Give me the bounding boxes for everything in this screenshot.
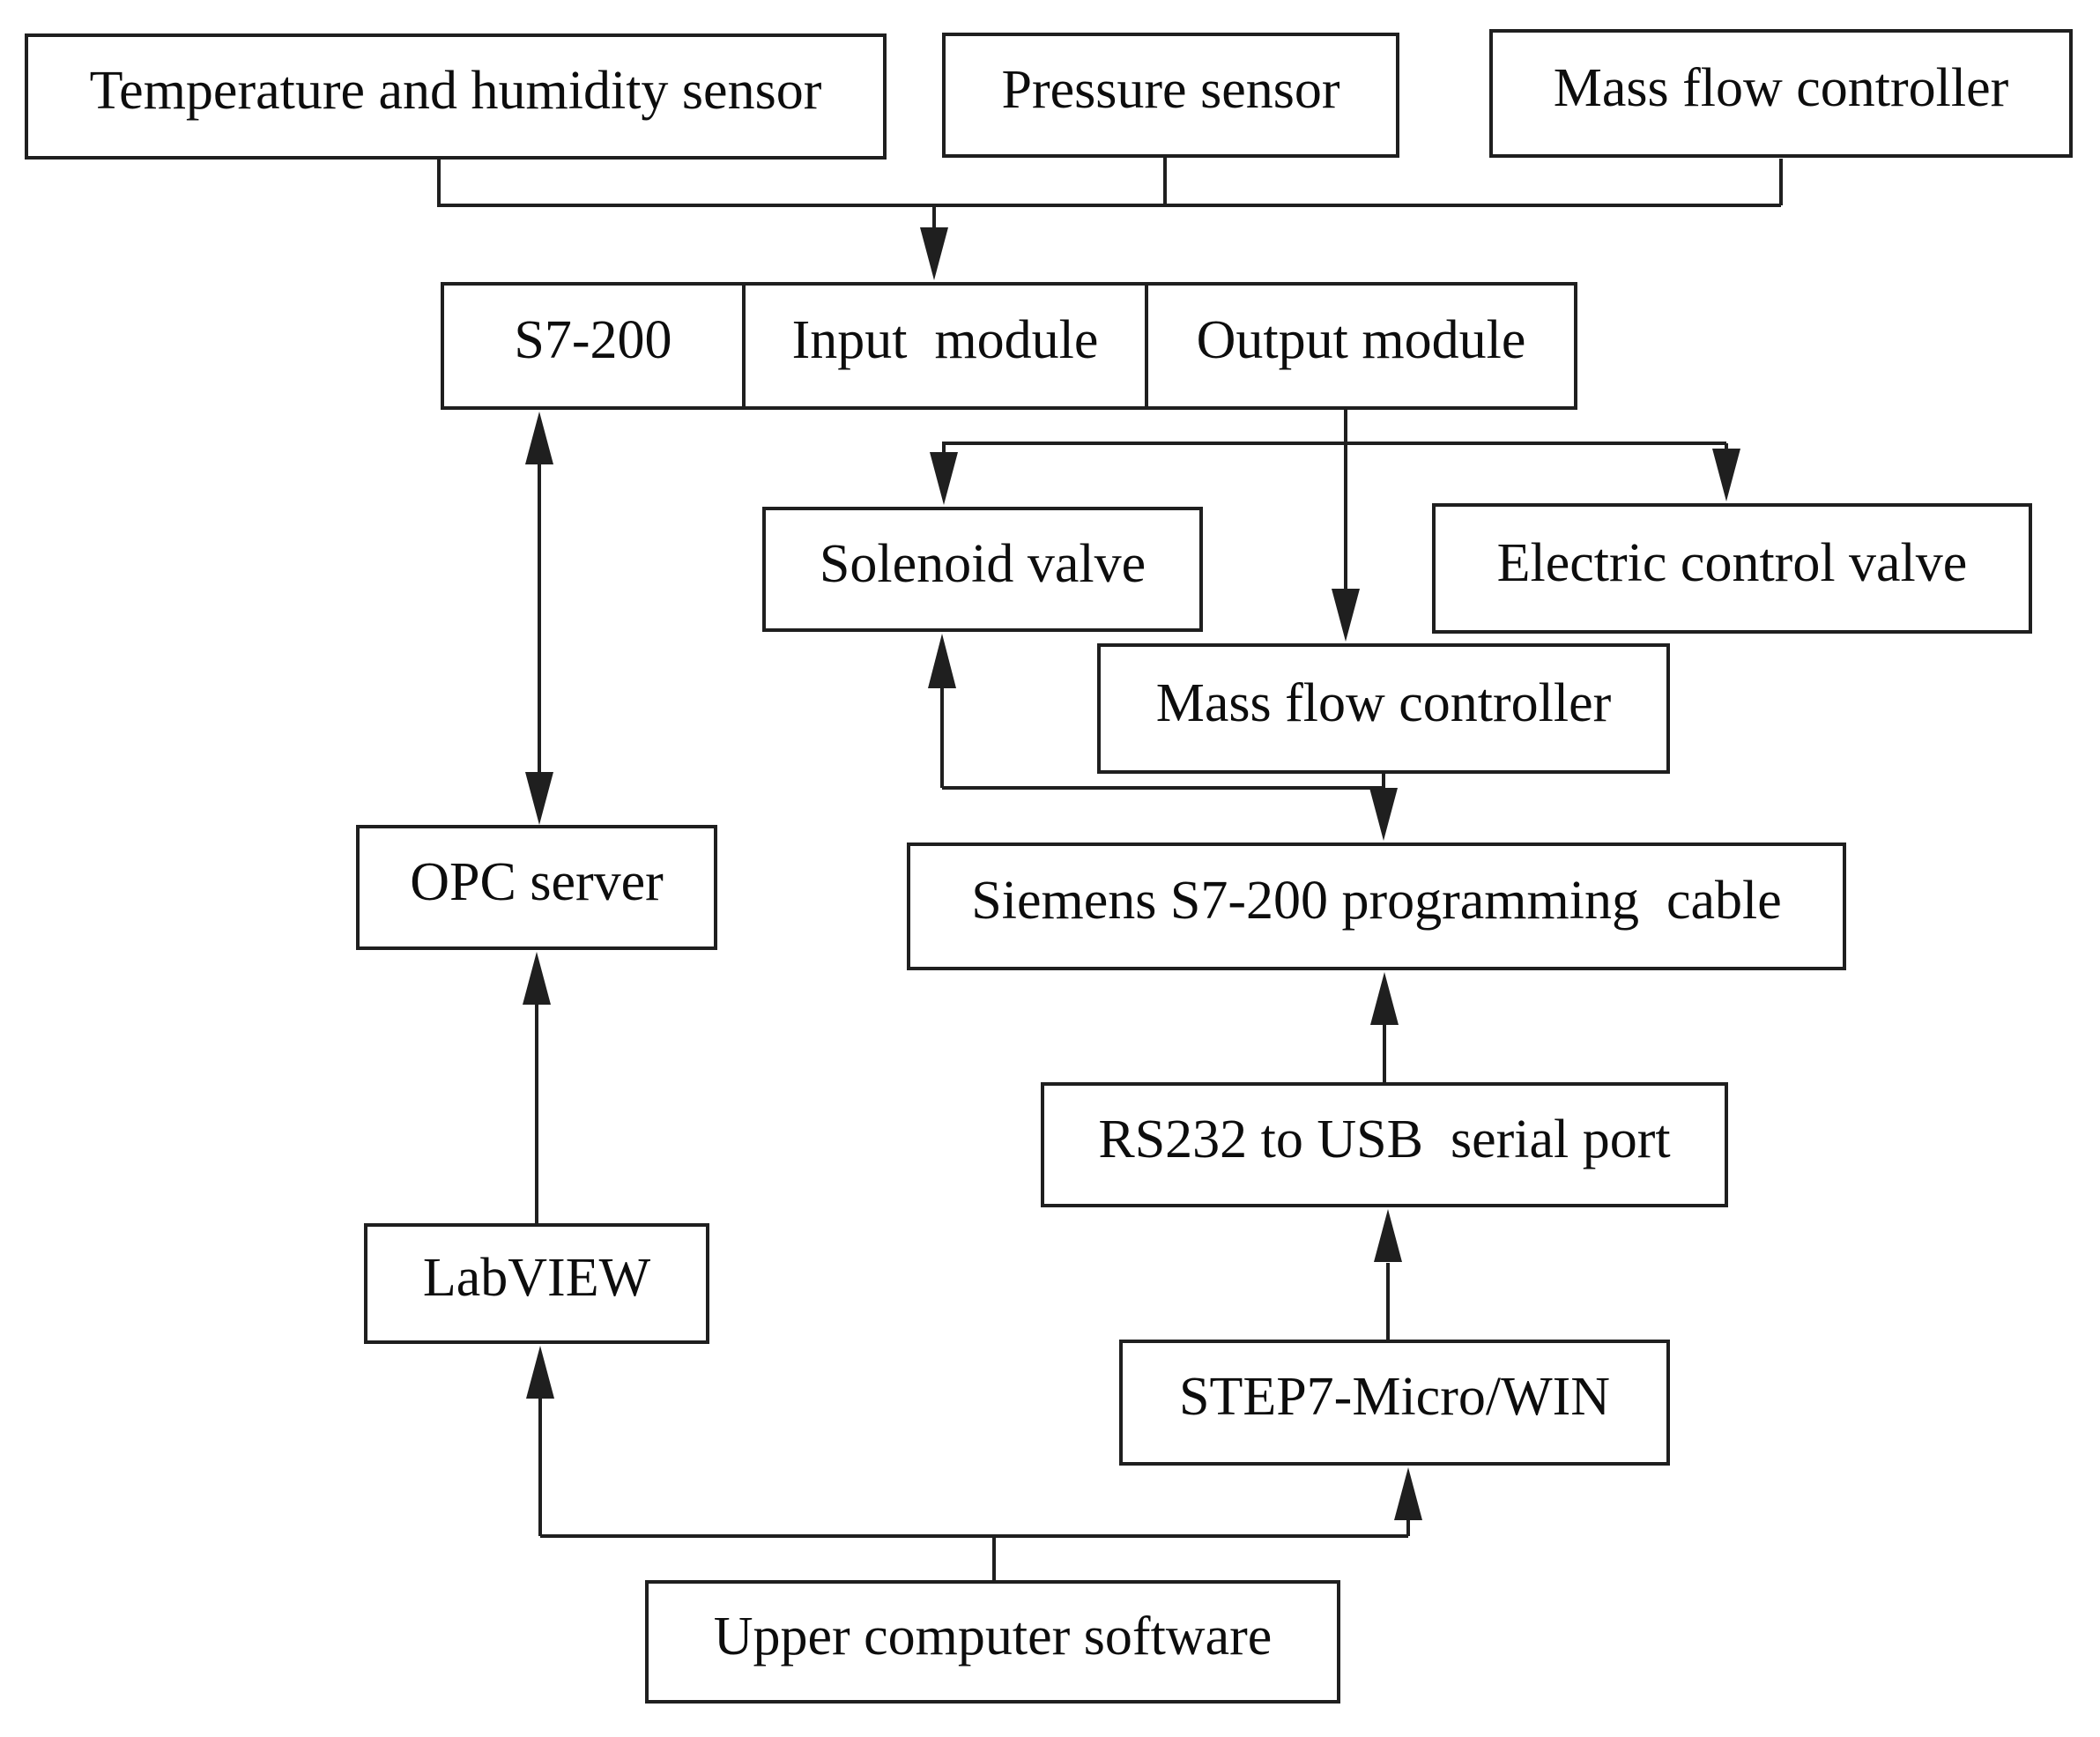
node-mass-flow-controller-top: Mass flow controller — [1489, 29, 2073, 158]
node-s7-200: S7-200 — [444, 286, 742, 406]
node-pressure-sensor: Pressure sensor — [942, 33, 1399, 158]
arrowhead-into-solenoid-valve-top — [930, 452, 958, 505]
edge-labview-to-opc — [523, 952, 551, 1223]
node-temperature-humidity-sensor: Temperature and humidity sensor — [25, 33, 887, 160]
node-step7-micro-win: STEP7-Micro/WIN — [1119, 1340, 1670, 1466]
edge-output-module-split — [930, 410, 1740, 642]
rs232-to-usb-label: RS232 to USB serial port — [1098, 1109, 1671, 1169]
siemens-programming-cable-label: Siemens S7-200 programming cable — [971, 871, 1782, 931]
edge-sensors-to-input-module — [437, 158, 1783, 280]
mass-flow-controller-top-label: Mass flow controller — [1553, 57, 2009, 118]
arrowhead-into-input-module — [920, 227, 948, 280]
edge-rs232-to-siemens-cable — [1370, 972, 1399, 1082]
edge-step7-to-rs232 — [1374, 1209, 1402, 1340]
arrowhead-into-rs232-bottom — [1374, 1209, 1402, 1262]
edge-upper-software-split — [526, 1346, 1422, 1580]
step7-micro-win-label: STEP7-Micro/WIN — [1178, 1367, 1611, 1427]
arrowhead-into-siemens-cable-bottom — [1370, 972, 1399, 1025]
opc-server-label: OPC server — [410, 851, 664, 912]
temperature-humidity-sensor-label: Temperature and humidity sensor — [89, 61, 822, 121]
arrowhead-into-electric-control-valve — [1712, 449, 1740, 501]
labview-label: LabVIEW — [422, 1248, 651, 1308]
arrowhead-into-s7200 — [525, 412, 553, 464]
node-plc-group: S7-200 Input module Output module — [441, 282, 1577, 410]
node-opc-server: OPC server — [356, 825, 717, 950]
arrowhead-into-mass-flow-mid — [1332, 589, 1360, 642]
output-module-label: Output module — [1196, 310, 1526, 370]
mass-flow-controller-mid-label: Mass flow controller — [1155, 672, 1612, 733]
arrowhead-into-opc-server — [525, 772, 553, 825]
pressure-sensor-label: Pressure sensor — [1001, 59, 1340, 120]
node-mass-flow-controller-mid: Mass flow controller — [1097, 643, 1670, 774]
node-output-module: Output module — [1145, 286, 1574, 406]
input-module-label: Input module — [791, 310, 1099, 370]
upper-computer-software-label: Upper computer software — [713, 1606, 1273, 1666]
node-electric-control-valve: Electric control valve — [1432, 503, 2032, 634]
arrowhead-into-step7-bottom — [1394, 1467, 1422, 1520]
edge-mass-flow-mid-branch — [928, 634, 1398, 841]
node-labview: LabVIEW — [364, 1223, 709, 1344]
arrowhead-into-labview-bottom — [526, 1346, 554, 1399]
arrowhead-into-solenoid-valve-bottom — [928, 634, 956, 688]
arrowhead-into-siemens-cable-top — [1369, 788, 1398, 841]
node-input-module: Input module — [742, 286, 1145, 406]
node-rs232-to-usb: RS232 to USB serial port — [1041, 1082, 1728, 1207]
s7-200-label: S7-200 — [514, 310, 672, 370]
node-upper-computer-software: Upper computer software — [645, 1580, 1340, 1704]
solenoid-valve-label: Solenoid valve — [819, 533, 1146, 594]
arrowhead-into-opc-bottom — [523, 952, 551, 1005]
node-solenoid-valve: Solenoid valve — [762, 507, 1203, 632]
edge-s7200-opc-bidirectional — [525, 412, 553, 825]
electric-control-valve-label: Electric control valve — [1496, 532, 1968, 593]
node-siemens-programming-cable: Siemens S7-200 programming cable — [907, 843, 1846, 970]
